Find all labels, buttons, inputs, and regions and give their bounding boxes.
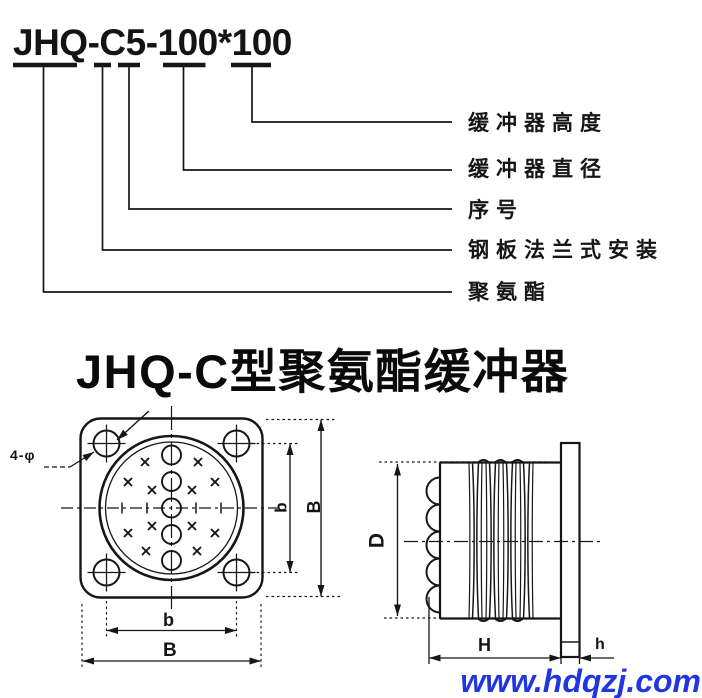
bolt-hole-callout-label: 4-φ — [10, 447, 36, 463]
dim-label-b-vertical: b — [271, 502, 291, 513]
rib-crowns — [477, 459, 524, 622]
center-hole-column — [161, 444, 182, 571]
spec-label-buffer-diameter: 缓冲器直径 — [468, 158, 608, 181]
dim-label-B-bottom: B — [163, 640, 177, 661]
dimension-lines — [82, 419, 325, 665]
surface-x-marks — [123, 457, 220, 556]
leader-lines — [42, 67, 452, 293]
model-breakdown-leaders — [13, 62, 452, 293]
dim-label-D: D — [365, 532, 389, 549]
spec-label-serial-number: 序号 — [468, 199, 524, 222]
spec-label-flange-mounting: 钢板法兰式安装 — [468, 239, 664, 262]
page-title: JHQ-C型聚氨酯缓冲器 — [76, 345, 570, 398]
hole-callout-leader — [44, 410, 150, 468]
rubber-scallop-edge — [425, 476, 441, 614]
groove-lines — [471, 462, 531, 619]
dim-label-B-vertical: B — [304, 500, 324, 514]
centerline-ticks — [121, 502, 222, 514]
spec-label-buffer-height: 缓冲器高度 — [468, 112, 608, 135]
buffer-body-outline — [438, 461, 561, 620]
mounting-flange — [559, 441, 581, 659]
side-view-drawing — [379, 441, 614, 664]
dim-label-b-bottom: b — [163, 610, 174, 630]
dim-label-h: h — [595, 636, 605, 653]
length-extension-lines — [428, 597, 581, 664]
dim-label-H: H — [478, 635, 491, 655]
groove-inner-lines — [468, 462, 534, 619]
bolt-hole-crosshairs — [87, 424, 256, 592]
spec-label-polyurethane: 聚氨酯 — [468, 281, 552, 304]
front-view-drawing — [44, 406, 341, 667]
model-number: JHQ-C5-100*100 — [13, 22, 292, 63]
website-watermark: www.hdqzj.com — [460, 663, 701, 698]
